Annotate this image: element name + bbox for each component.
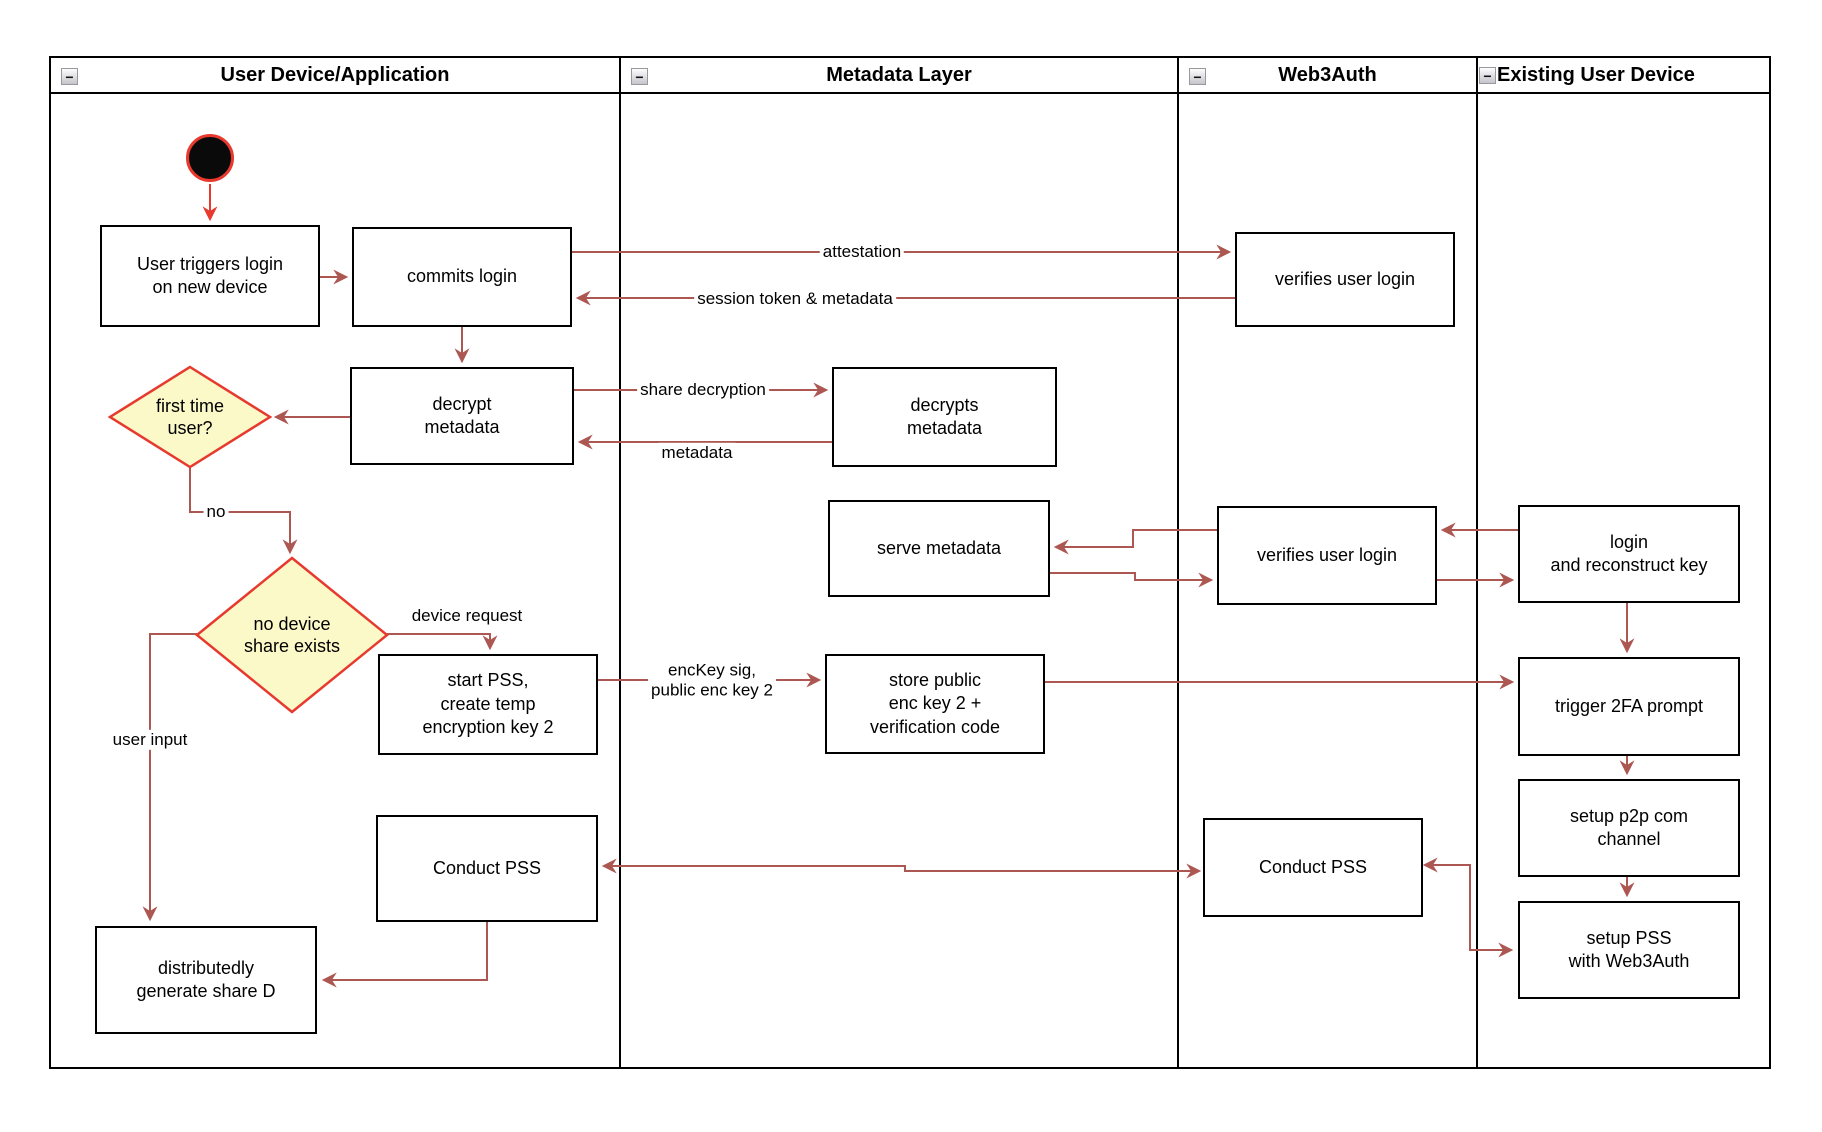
edge-user-input: [142, 633, 197, 922]
edge-label-user-input: user input: [109, 729, 191, 751]
node-first-time-user[interactable]: first time user?: [155, 395, 224, 439]
node-verifies-user-login-1[interactable]: verifies user login: [1235, 232, 1455, 327]
lane-header-lane-existing-device: −Existing User Device: [1479, 59, 1768, 92]
lane-header-lane-metadata-layer: − Metadata Layer: [622, 59, 1176, 92]
edge-conduct-to-distributed: [321, 922, 488, 988]
decision-first-time-user[interactable]: [107, 365, 273, 469]
node-start-pss[interactable]: start PSS, create temp encryption key 2: [378, 654, 598, 755]
edge-setuppss-conduct-link: [1422, 857, 1514, 958]
edge-verifies-to-serve: [1053, 529, 1217, 555]
node-user-triggers-login[interactable]: User triggers login on new device: [100, 225, 320, 327]
edge-label-no-branch: no: [203, 501, 229, 523]
node-store-public-enc-key[interactable]: store public enc key 2 + verification co…: [825, 654, 1045, 754]
node-setup-pss-web3auth[interactable]: setup PSS with Web3Auth: [1518, 901, 1740, 999]
edge-label-device-request: device request: [408, 605, 526, 627]
node-verifies-user-login-2[interactable]: verifies user login: [1217, 506, 1437, 605]
collapse-minus-icon[interactable]: −: [1479, 67, 1496, 84]
node-conduct-pss-web3auth[interactable]: Conduct PSS: [1203, 818, 1423, 917]
collapse-minus-icon[interactable]: −: [61, 68, 78, 85]
node-no-device-share[interactable]: no device share exists: [243, 613, 341, 657]
node-conduct-pss-user[interactable]: Conduct PSS: [376, 815, 598, 922]
lane-header-lane-web3auth: − Web3Auth: [1180, 59, 1475, 92]
edge-conduct-pss-link: [601, 858, 1202, 879]
lane-title: Web3Auth: [1278, 64, 1377, 86]
edge-label-metadata-return: metadata: [658, 442, 736, 464]
edge-device-request: [387, 633, 498, 651]
node-decrypt-metadata[interactable]: decrypt metadata: [350, 367, 574, 465]
node-serve-metadata[interactable]: serve metadata: [828, 500, 1050, 597]
edge-serve-to-verifies: [1050, 572, 1214, 588]
node-decrypts-metadata[interactable]: decrypts metadata: [832, 367, 1057, 467]
lane-title: Existing User Device: [1497, 64, 1695, 86]
pool-border: [49, 56, 1771, 1069]
node-distributedly-generate[interactable]: distributedly generate share D: [95, 926, 317, 1034]
edge-label-attestation: attestation: [819, 241, 905, 263]
node-commits-login[interactable]: commits login: [352, 227, 572, 327]
edge-no-branch: [189, 467, 298, 555]
node-trigger-2fa-prompt[interactable]: trigger 2FA prompt: [1518, 657, 1740, 756]
collapse-minus-icon[interactable]: −: [1189, 68, 1206, 85]
collapse-minus-icon[interactable]: −: [631, 68, 648, 85]
node-login-reconstruct-key[interactable]: login and reconstruct key: [1518, 505, 1740, 603]
lane-title: User Device/Application: [220, 64, 450, 86]
decision-no-device-share[interactable]: [195, 556, 389, 714]
node-setup-p2p-channel[interactable]: setup p2p com channel: [1518, 779, 1740, 877]
node-start[interactable]: [186, 134, 234, 182]
lane-title: Metadata Layer: [826, 64, 972, 86]
lane-header-lane-user-device: − User Device/Application: [52, 59, 618, 92]
edge-label-session-token-return: session token & metadata: [694, 288, 896, 310]
edge-label-enckey-sig: encKey sig, public enc key 2: [648, 660, 776, 702]
edge-label-share-decryption: share decryption: [637, 379, 769, 401]
